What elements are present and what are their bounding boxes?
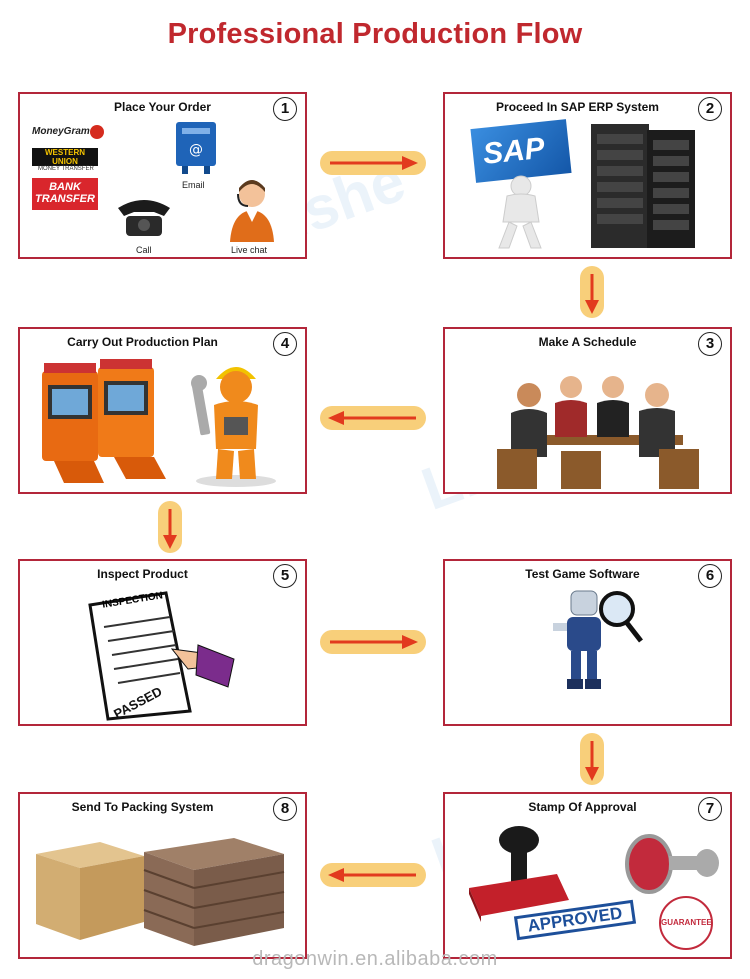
step-number: 6 [698, 564, 722, 588]
money-transfer-label: MONEY TRANSFER [38, 166, 94, 172]
arrow-left-icon [320, 863, 426, 887]
quality-seal-stamp-icon [625, 834, 719, 894]
step-number: 7 [698, 797, 722, 821]
step-production-plan: Carry Out Production Plan 4 [18, 327, 307, 494]
step-sap-erp: Proceed In SAP ERP System 2 SAP [443, 92, 732, 259]
step-label: Make A Schedule [538, 335, 637, 349]
inspection-document-icon: PASSED [88, 591, 192, 721]
step-number: 8 [273, 797, 297, 821]
step-number: 3 [698, 332, 722, 356]
svg-text:@: @ [189, 142, 203, 158]
transfer-label: TRANSFER [35, 193, 95, 205]
step-number: 5 [273, 564, 297, 588]
live-chat-agent-icon [230, 180, 274, 242]
step-inspect-product: Inspect Product 5 PASSED INSPECTION [18, 559, 307, 726]
step-place-order: Place Your Order 1 MoneyGram WESTERN UNI… [18, 92, 307, 259]
wooden-crate-icon [143, 838, 285, 946]
bank-label: BANK [49, 181, 81, 193]
email-label: Email [182, 180, 205, 190]
step-make-schedule: Make A Schedule 3 [443, 327, 732, 494]
arrow-left-icon [320, 406, 426, 430]
person-holding-sign-icon [498, 175, 542, 249]
moneygram-logo: MoneyGram [32, 126, 90, 137]
step-stamp-approval: Stamp Of Approval 7 APPROVED GUARANTEE [443, 792, 732, 959]
arrow-down-icon [580, 733, 604, 785]
arrow-down-icon [580, 266, 604, 318]
arrow-right-icon [320, 151, 426, 175]
arrow-right-icon [320, 630, 426, 654]
step-number: 2 [698, 97, 722, 121]
robot-with-magnifier-icon [553, 590, 643, 689]
call-label: Call [136, 245, 152, 255]
step-label: Proceed In SAP ERP System [496, 100, 659, 114]
hand-pointing-icon [170, 644, 235, 688]
telephone-icon [118, 200, 170, 236]
step-label: Inspect Product [97, 567, 188, 581]
arcade-racing-machine-icon [42, 359, 166, 483]
footer-watermark: dragonwin.en.alibaba.com [252, 948, 498, 970]
step-label: Place Your Order [114, 100, 211, 114]
step-number: 1 [273, 97, 297, 121]
team-meeting-icon [497, 376, 699, 489]
step-label: Send To Packing System [71, 800, 214, 814]
step-test-software: Test Game Software 6 [443, 559, 732, 726]
cardboard-box-icon [36, 842, 144, 940]
page-title: Professional Production Flow [167, 18, 583, 50]
moneygram-icon [90, 125, 104, 139]
engineer-with-wrench-icon [191, 367, 276, 487]
mailbox-icon: @ [176, 122, 216, 174]
live-chat-label: Live chat [231, 245, 268, 255]
western-union-logo: WESTERN UNION [32, 148, 98, 166]
bank-transfer-logo: BANK TRANSFER [32, 178, 98, 210]
step-label: Carry Out Production Plan [67, 335, 218, 349]
server-rack-icon [591, 124, 695, 248]
step-packing: Send To Packing System 8 [18, 792, 307, 959]
step-label: Stamp Of Approval [528, 800, 637, 814]
step-number: 4 [273, 332, 297, 356]
step-label: Test Game Software [525, 567, 640, 581]
arrow-down-icon [158, 501, 182, 553]
rubber-stamp-icon [469, 826, 569, 922]
quality-guarantee-seal: GUARANTEE [659, 896, 713, 950]
